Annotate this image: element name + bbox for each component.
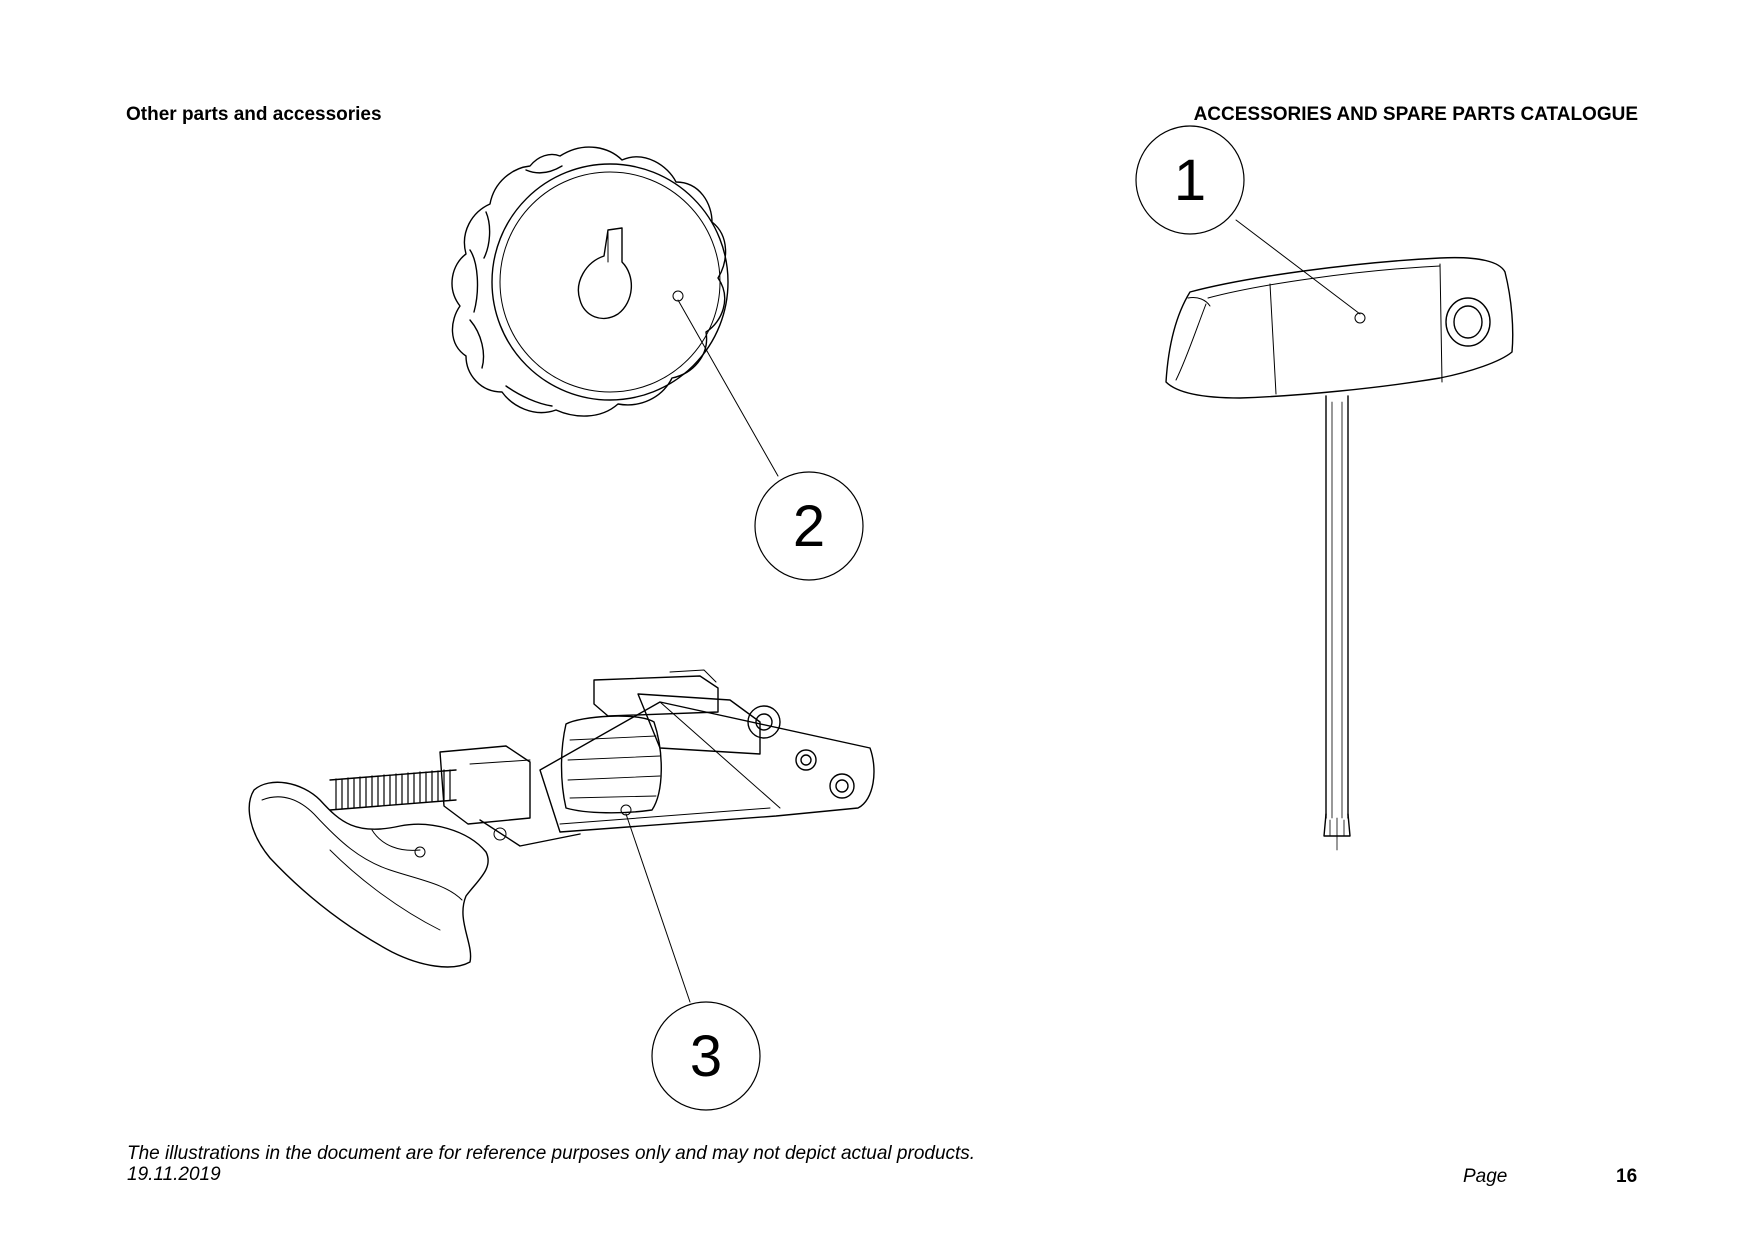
- knob-drawing: [451, 146, 729, 417]
- t-handle-key-drawing: [1165, 256, 1514, 851]
- callout-2-leader: [677, 299, 779, 477]
- callout-2-circle: [754, 471, 864, 581]
- page-label: Page: [1463, 1166, 1508, 1187]
- callout-1-circle: [1135, 125, 1245, 235]
- callout-1-leader: [1235, 219, 1361, 315]
- callout-3-leader: [625, 813, 691, 1003]
- page-number: 16: [1616, 1166, 1638, 1187]
- callout-1-number: 1: [1174, 148, 1206, 213]
- callout-3-circle: [651, 1001, 761, 1111]
- callout-3-number: 3: [690, 1024, 722, 1089]
- catalogue-title: ACCESSORIES AND SPARE PARTS CATALOGUE: [1193, 104, 1638, 125]
- callout-2-number: 2: [793, 494, 825, 559]
- clamp-drawing: [248, 669, 875, 968]
- section-title: Other parts and accessories: [126, 104, 382, 125]
- document-date: 19.11.2019: [127, 1164, 221, 1185]
- disclaimer-text: The illustrations in the document are fo…: [127, 1143, 976, 1164]
